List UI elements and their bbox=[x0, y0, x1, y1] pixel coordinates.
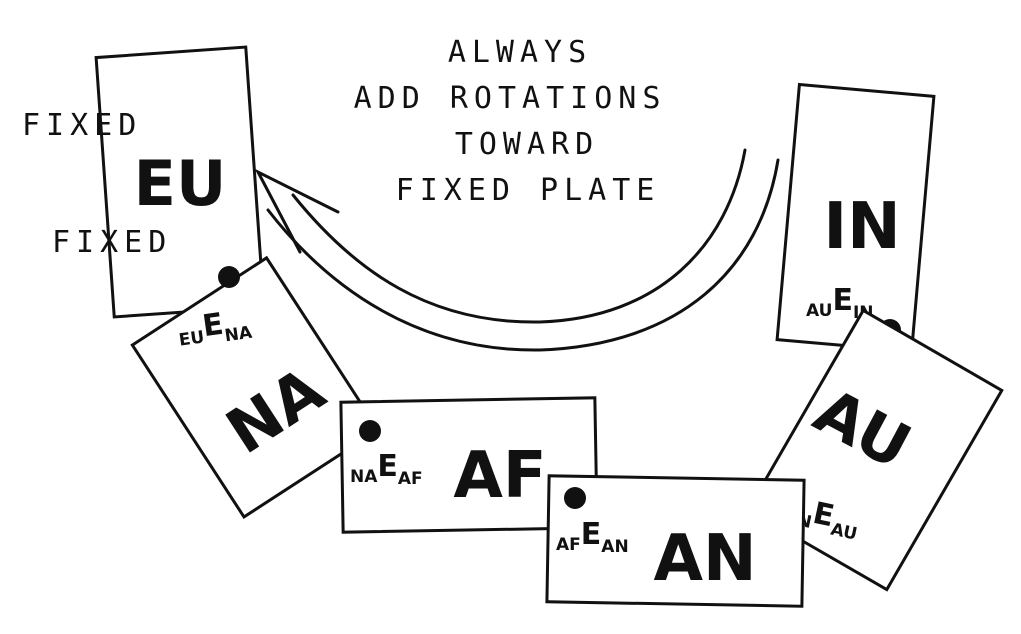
plate-eu: EU bbox=[94, 45, 266, 319]
plate-af-label: AF bbox=[453, 439, 546, 513]
pole-af-an: AFEAN bbox=[556, 517, 629, 557]
fixed-label-lower: FIXED bbox=[52, 225, 172, 260]
pole-dot-an bbox=[564, 487, 586, 509]
pole-na-af: NAEAF bbox=[350, 449, 423, 489]
caption: ALWAYS ADD ROTATIONS TOWARD FIXED PLATE bbox=[354, 35, 667, 208]
caption-line-3: TOWARD bbox=[455, 127, 599, 162]
fixed-label-upper: FIXED bbox=[22, 108, 142, 143]
plate-in: IN AUEIN bbox=[775, 82, 936, 353]
pole-dot-na bbox=[218, 266, 240, 288]
rotation-arrow bbox=[254, 148, 780, 352]
pole-dot-af bbox=[359, 420, 381, 442]
caption-line-4: FIXED PLATE bbox=[396, 173, 661, 208]
plate-af: NAEAF AF bbox=[339, 396, 599, 534]
plate-an-label: AN bbox=[653, 522, 756, 596]
pole-eu-na: EUENA bbox=[175, 303, 254, 353]
plate-au: AU ANEAU bbox=[746, 308, 1004, 592]
plate-eu-label: EU bbox=[134, 147, 227, 220]
plate-in-label: IN bbox=[823, 190, 900, 264]
caption-line-1: ALWAYS bbox=[448, 35, 592, 70]
caption-line-2: ADD ROTATIONS bbox=[354, 81, 667, 116]
plate-na: NA EUENA bbox=[130, 255, 381, 520]
plate-an: AFEAN AN bbox=[545, 474, 806, 608]
